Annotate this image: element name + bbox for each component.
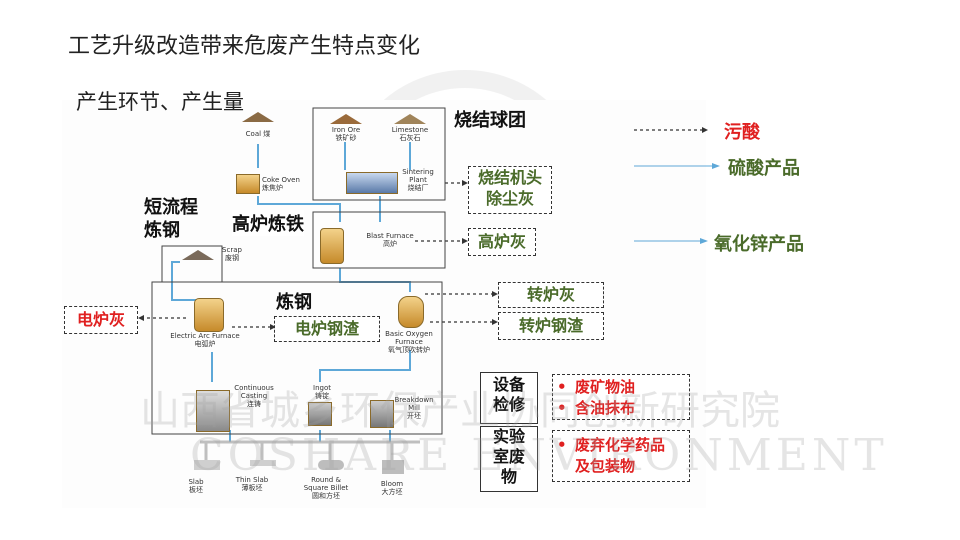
waste-eaf-dust-box: 电炉灰: [64, 306, 138, 334]
equipment-waste-item-2: •含油抹布: [557, 399, 636, 417]
limestone-pile: [394, 114, 426, 124]
thin-slab-shape: [250, 460, 276, 466]
coke-oven-label: Coke Oven 炼焦炉: [262, 176, 300, 192]
slab-shape: [194, 460, 220, 470]
legend-zinc-oxide-product: 氧化锌产品: [714, 234, 804, 255]
flow-scrap-eaf: [171, 261, 200, 301]
waste-sinter-dust-box: 烧结机头 除尘灰: [468, 166, 552, 214]
scrap-label: Scrap 废钢: [222, 246, 242, 262]
bof-machine: [398, 296, 424, 328]
eaf-label: Electric Arc Furnace 电弧炉: [170, 332, 240, 348]
continuous-casting-label: Continuous Casting 连铸: [234, 384, 274, 408]
iron-ore-pile: [330, 114, 362, 124]
steelmaking-frame: [151, 281, 443, 435]
waste-converter-slag-box: 转炉钢渣: [498, 312, 604, 340]
lab-waste-list: •废弃化学药品 及包装物: [552, 430, 690, 482]
watermark-text-en: COSHARE ENVIRONMENT: [190, 430, 888, 481]
lab-waste-box: 实验 室废 物: [480, 426, 538, 492]
bf-frame: [312, 211, 446, 269]
slide-title: 工艺升级改造带来危废产生特点变化: [68, 34, 421, 59]
flow-coke-bf: [257, 196, 341, 222]
continuous-casting-machine: [196, 390, 230, 432]
stage-sinter-label: 烧结球团: [454, 110, 526, 131]
bloom-label: Bloom 大方坯: [380, 480, 404, 496]
watermark-text-cn: 山西省城乡环保产业协同创新研究院: [140, 388, 780, 434]
coke-oven-machine: [236, 174, 260, 194]
sinter-plant-machine: [346, 172, 398, 194]
billet-shape: [318, 460, 344, 470]
limestone-label: Limestone 石灰石: [391, 126, 429, 142]
legend-waste-acid: 污酸: [724, 122, 760, 143]
thin-slab-label: Thin Slab 薄板坯: [235, 476, 269, 492]
coal-label: Coal 煤: [245, 130, 271, 138]
equipment-waste-list: •废矿物油 •含油抹布: [552, 374, 690, 420]
coal-pile: [242, 112, 274, 122]
waste-bf-dust-box: 高炉灰: [468, 228, 536, 256]
ingot-label: Ingot 铸锭: [313, 384, 331, 400]
flow-bof-ingot: [319, 350, 411, 382]
bof-label: Basic Oxygen Furnace 氧气顶吹转炉: [385, 330, 433, 354]
iron-ore-label: Iron Ore 铁矿砂: [331, 126, 361, 142]
subtitle: 产生环节、产生量: [76, 90, 244, 114]
blast-furnace-machine: [320, 228, 344, 264]
stage-blast-furnace-label: 高炉炼铁: [232, 210, 304, 236]
slab-label: Slab 板坯: [188, 478, 204, 494]
lab-waste-item-1: 废弃化学药品 及包装物: [575, 436, 666, 475]
equipment-maintenance-box: 设备 检修: [480, 372, 538, 424]
ingot-machine: [308, 402, 332, 426]
waste-eaf-slag-box: 电炉钢渣: [274, 316, 380, 342]
breakdown-mill-label: Breakdown Mill 开坯: [394, 396, 434, 420]
blast-furnace-label: Blast Furnace 高炉: [366, 232, 414, 248]
breakdown-mill-machine: [370, 400, 394, 428]
waste-converter-dust-box: 转炉灰: [498, 282, 604, 308]
bloom-shape: [382, 460, 404, 474]
stage-steelmaking-label: 炼钢: [276, 292, 312, 313]
round-square-label: Round & Square Billet 圆和方坯: [303, 476, 349, 500]
flow-bf-bof: [339, 268, 411, 292]
scrap-pile: [182, 250, 214, 260]
legend-sulfuric-product: 硫酸产品: [728, 158, 800, 179]
equipment-waste-item-1: •废矿物油: [557, 378, 636, 396]
sinter-plant-label: Sintering Plant 烧结厂: [402, 168, 434, 192]
sinter-frame: [312, 107, 446, 201]
eaf-machine: [194, 298, 224, 332]
stage-short-process-label: 短流程 炼钢: [144, 197, 198, 241]
